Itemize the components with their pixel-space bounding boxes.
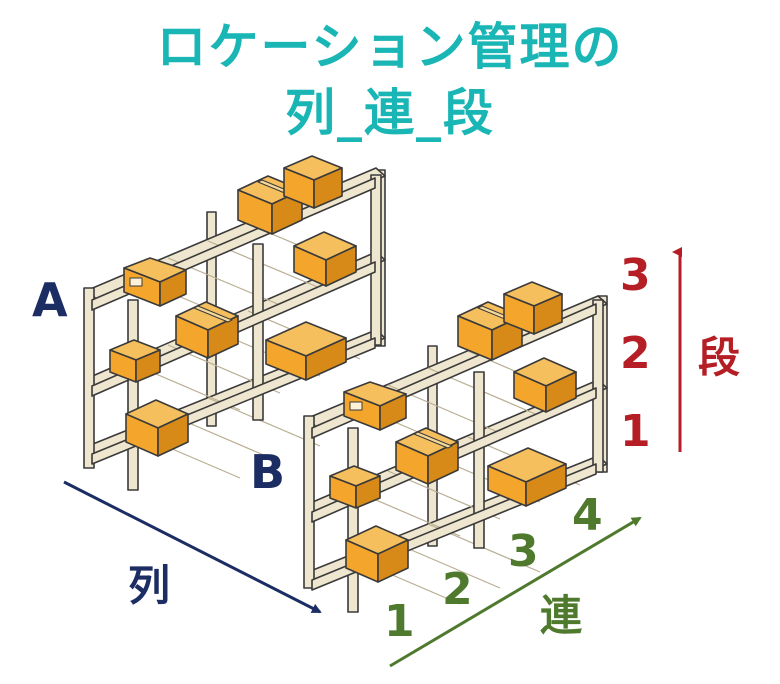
- box: [345, 525, 409, 583]
- dan-number-3: 3: [620, 250, 651, 301]
- box: [109, 339, 161, 383]
- box: [123, 257, 187, 307]
- title-line-2: 列_連_段: [285, 84, 495, 142]
- box: [283, 155, 343, 209]
- dan-number-1: 1: [620, 406, 651, 457]
- box: [513, 357, 577, 413]
- ren-number-1: 1: [384, 596, 415, 647]
- ren-number-3: 3: [508, 526, 539, 577]
- ren-arrow: [389, 516, 642, 668]
- box: [343, 381, 407, 431]
- rack-a: [83, 155, 386, 491]
- rack-b-label: B: [250, 445, 285, 499]
- title-line-1: ロケーション管理の: [156, 18, 624, 76]
- retsu-arrow: [63, 480, 322, 614]
- box: [125, 399, 189, 457]
- dan-label: 段: [698, 333, 740, 382]
- ren-number-2: 2: [442, 564, 473, 615]
- ren-label: 連: [540, 591, 583, 640]
- box: [293, 231, 357, 287]
- ren-number-4: 4: [572, 490, 603, 541]
- box: [503, 281, 563, 335]
- retsu-label: 列: [128, 561, 170, 610]
- dan-number-2: 2: [620, 328, 651, 379]
- box: [487, 447, 567, 507]
- box: [175, 301, 239, 359]
- box: [329, 465, 381, 509]
- box: [395, 427, 459, 485]
- box: [265, 321, 347, 381]
- rack-a-label: A: [32, 273, 68, 327]
- rack-b: [303, 281, 608, 613]
